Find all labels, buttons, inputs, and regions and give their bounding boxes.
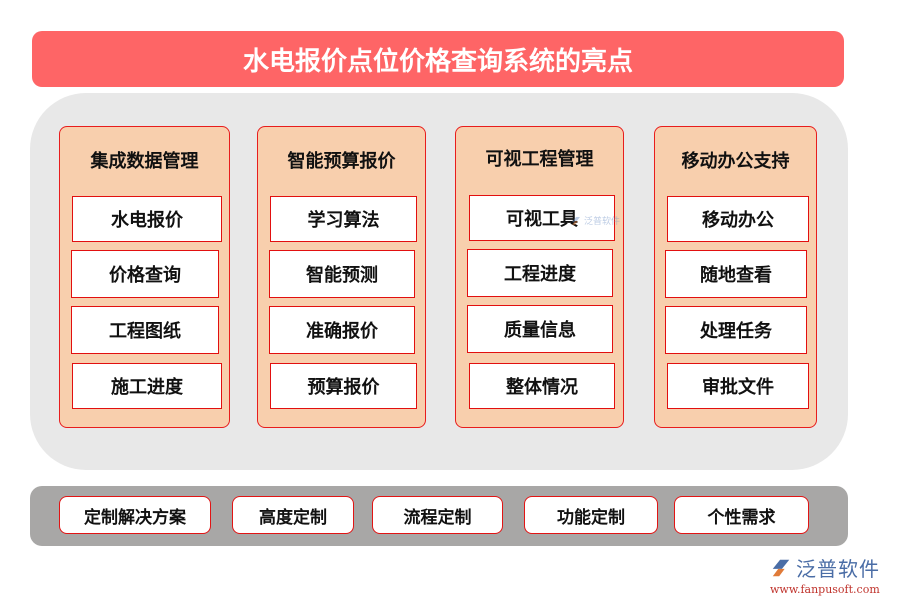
feature-item: 审批文件 bbox=[667, 363, 809, 409]
page-title: 水电报价点位价格查询系统的亮点 bbox=[242, 46, 633, 77]
feature-item: 处理任务 bbox=[665, 306, 807, 354]
customization-item: 高度定制 bbox=[232, 496, 354, 534]
customization-item: 流程定制 bbox=[372, 496, 503, 534]
column-title: 集成数据管理 bbox=[90, 151, 199, 172]
feature-item: 预算报价 bbox=[270, 363, 417, 409]
customization-item: 定制解决方案 bbox=[59, 496, 211, 534]
feature-item: 工程进度 bbox=[467, 249, 613, 297]
logo-name: 泛普软件 bbox=[796, 557, 880, 581]
feature-item: 工程图纸 bbox=[71, 306, 219, 354]
column-title: 可视工程管理 bbox=[485, 149, 594, 170]
feature-item: 学习算法 bbox=[270, 196, 417, 242]
feature-item: 价格查询 bbox=[71, 250, 219, 298]
feature-item: 水电报价 bbox=[72, 196, 222, 242]
feature-item: 智能预测 bbox=[269, 250, 415, 298]
feature-item: 随地查看 bbox=[665, 250, 807, 298]
feature-item: 准确报价 bbox=[269, 306, 415, 354]
logo-mark-icon bbox=[572, 216, 580, 225]
watermark-text: 泛普软件 bbox=[584, 217, 621, 227]
customization-item: 个性需求 bbox=[674, 496, 809, 534]
column-title: 移动办公支持 bbox=[681, 151, 790, 172]
feature-item: 移动办公 bbox=[667, 196, 809, 242]
feature-item: 整体情况 bbox=[469, 363, 615, 409]
column-title: 智能预算报价 bbox=[287, 151, 396, 172]
title-banner: 水电报价点位价格查询系统的亮点 bbox=[32, 31, 844, 87]
feature-item: 施工进度 bbox=[72, 363, 222, 409]
logo-mark-icon bbox=[770, 557, 792, 579]
feature-item: 质量信息 bbox=[467, 305, 613, 353]
feature-item: 可视工具 bbox=[469, 195, 615, 241]
brand-logo: 泛普软件 www.fanpusoft.com bbox=[770, 553, 895, 596]
logo-url: www.fanpusoft.com bbox=[770, 583, 880, 596]
customization-item: 功能定制 bbox=[524, 496, 658, 534]
watermark: 泛普软件 bbox=[570, 214, 620, 227]
